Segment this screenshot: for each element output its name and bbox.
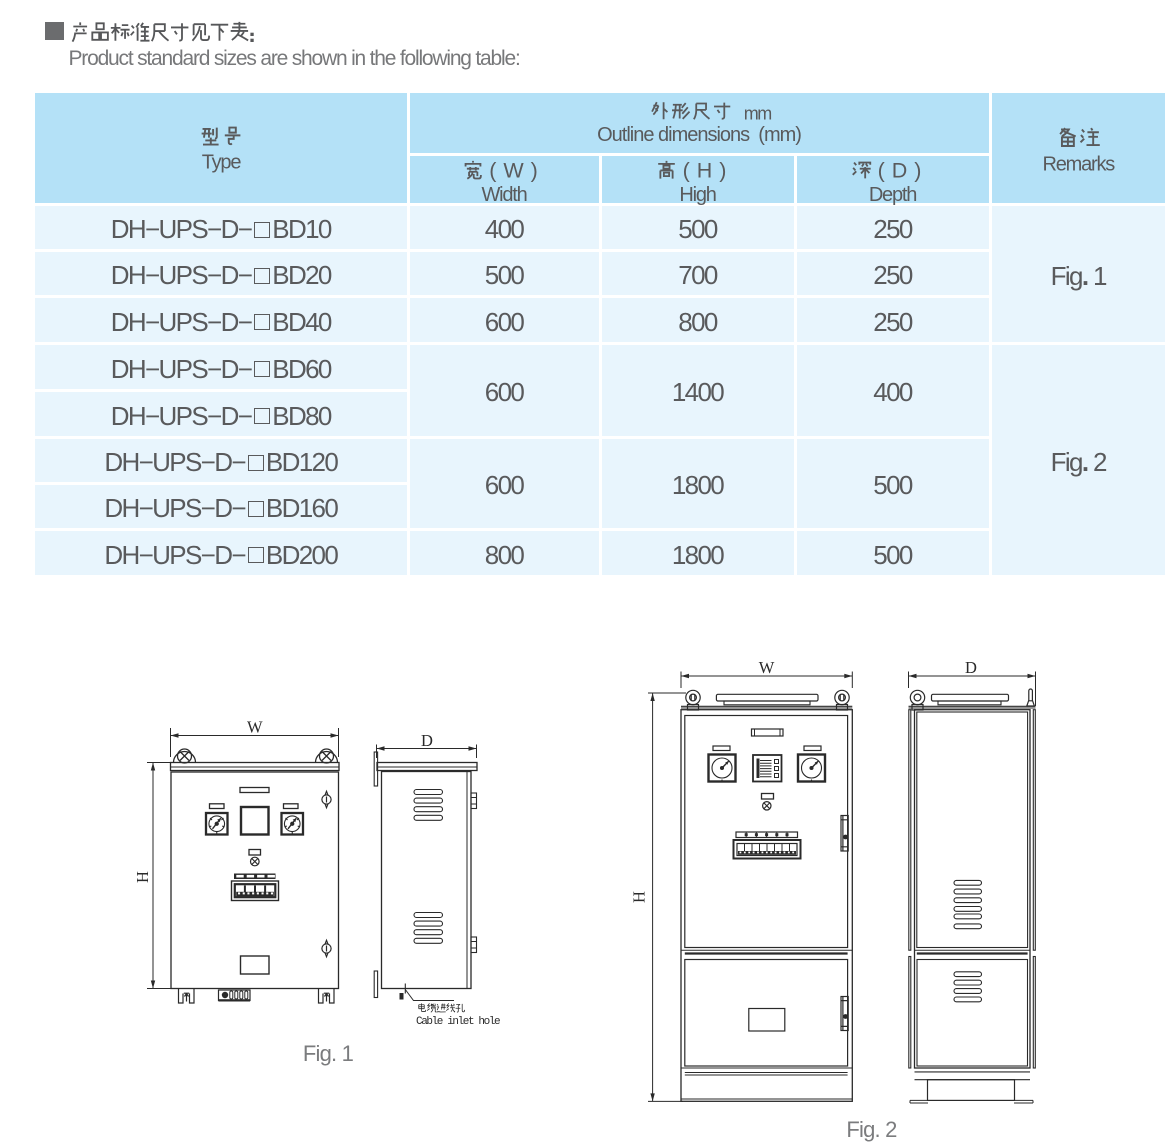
svg-text:Remarks: Remarks — [1042, 154, 1115, 176]
svg-text:Type: Type — [202, 152, 242, 174]
svg-text:(D): (D) — [878, 159, 929, 183]
svg-text:High: High — [679, 184, 715, 206]
svg-text:H: H — [630, 891, 649, 903]
svg-text:(W): (W) — [489, 159, 545, 183]
svg-text:W: W — [247, 718, 263, 737]
svg-text:Width: Width — [481, 184, 526, 206]
svg-text:mm: mm — [744, 104, 771, 124]
svg-text:Fig. 2: Fig. 2 — [846, 1117, 897, 1142]
svg-text:W: W — [759, 658, 775, 677]
svg-text:D: D — [421, 731, 433, 750]
svg-text:Cable inlet hole: Cable inlet hole — [416, 1016, 500, 1028]
svg-text:H: H — [133, 871, 152, 883]
svg-text:Outline dimensions (mm): Outline dimensions (mm) — [597, 124, 801, 146]
svg-text:Fig. 1: Fig. 1 — [303, 1041, 354, 1066]
svg-text:D: D — [965, 658, 977, 677]
svg-text:Depth: Depth — [869, 184, 916, 206]
svg-text:(H): (H) — [683, 159, 734, 183]
